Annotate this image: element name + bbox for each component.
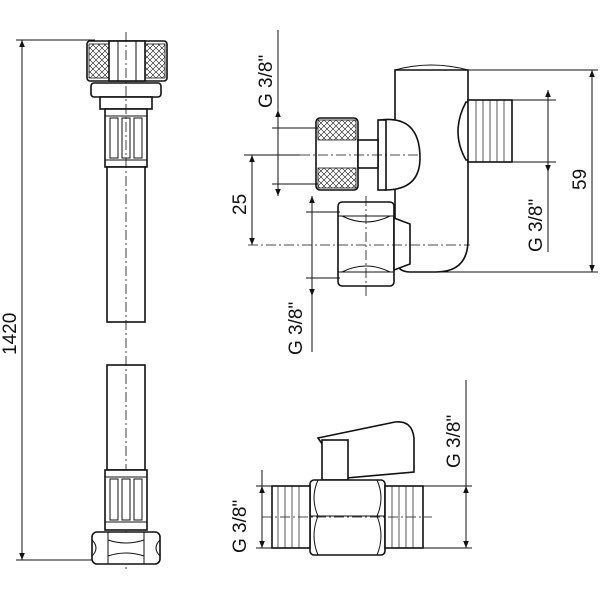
valve-height-label: 59 [570,169,591,190]
ball-valve: G 3/8" G 3/8" [230,380,472,556]
ball-valve-body [309,479,386,556]
thread-label-ball-valve-right: G 3/8" [444,415,465,468]
ball-valve-stem [321,439,349,481]
thread-label-left-bottom: G 3/8" [286,302,307,355]
hose-assembly: 1420 [0,32,168,570]
hose-length-label: 1420 [0,313,21,355]
thread-label-left-top: G 3/8" [256,55,277,108]
thread-label-ball-valve-left: G 3/8" [230,500,251,553]
thread-label-right: G 3/8" [526,199,547,252]
offset-label: 25 [230,194,251,215]
bottom-hex-nut [91,531,161,565]
angle-valve: G 3/8" 25 G 3/8" G 3/8" 59 [230,30,598,355]
